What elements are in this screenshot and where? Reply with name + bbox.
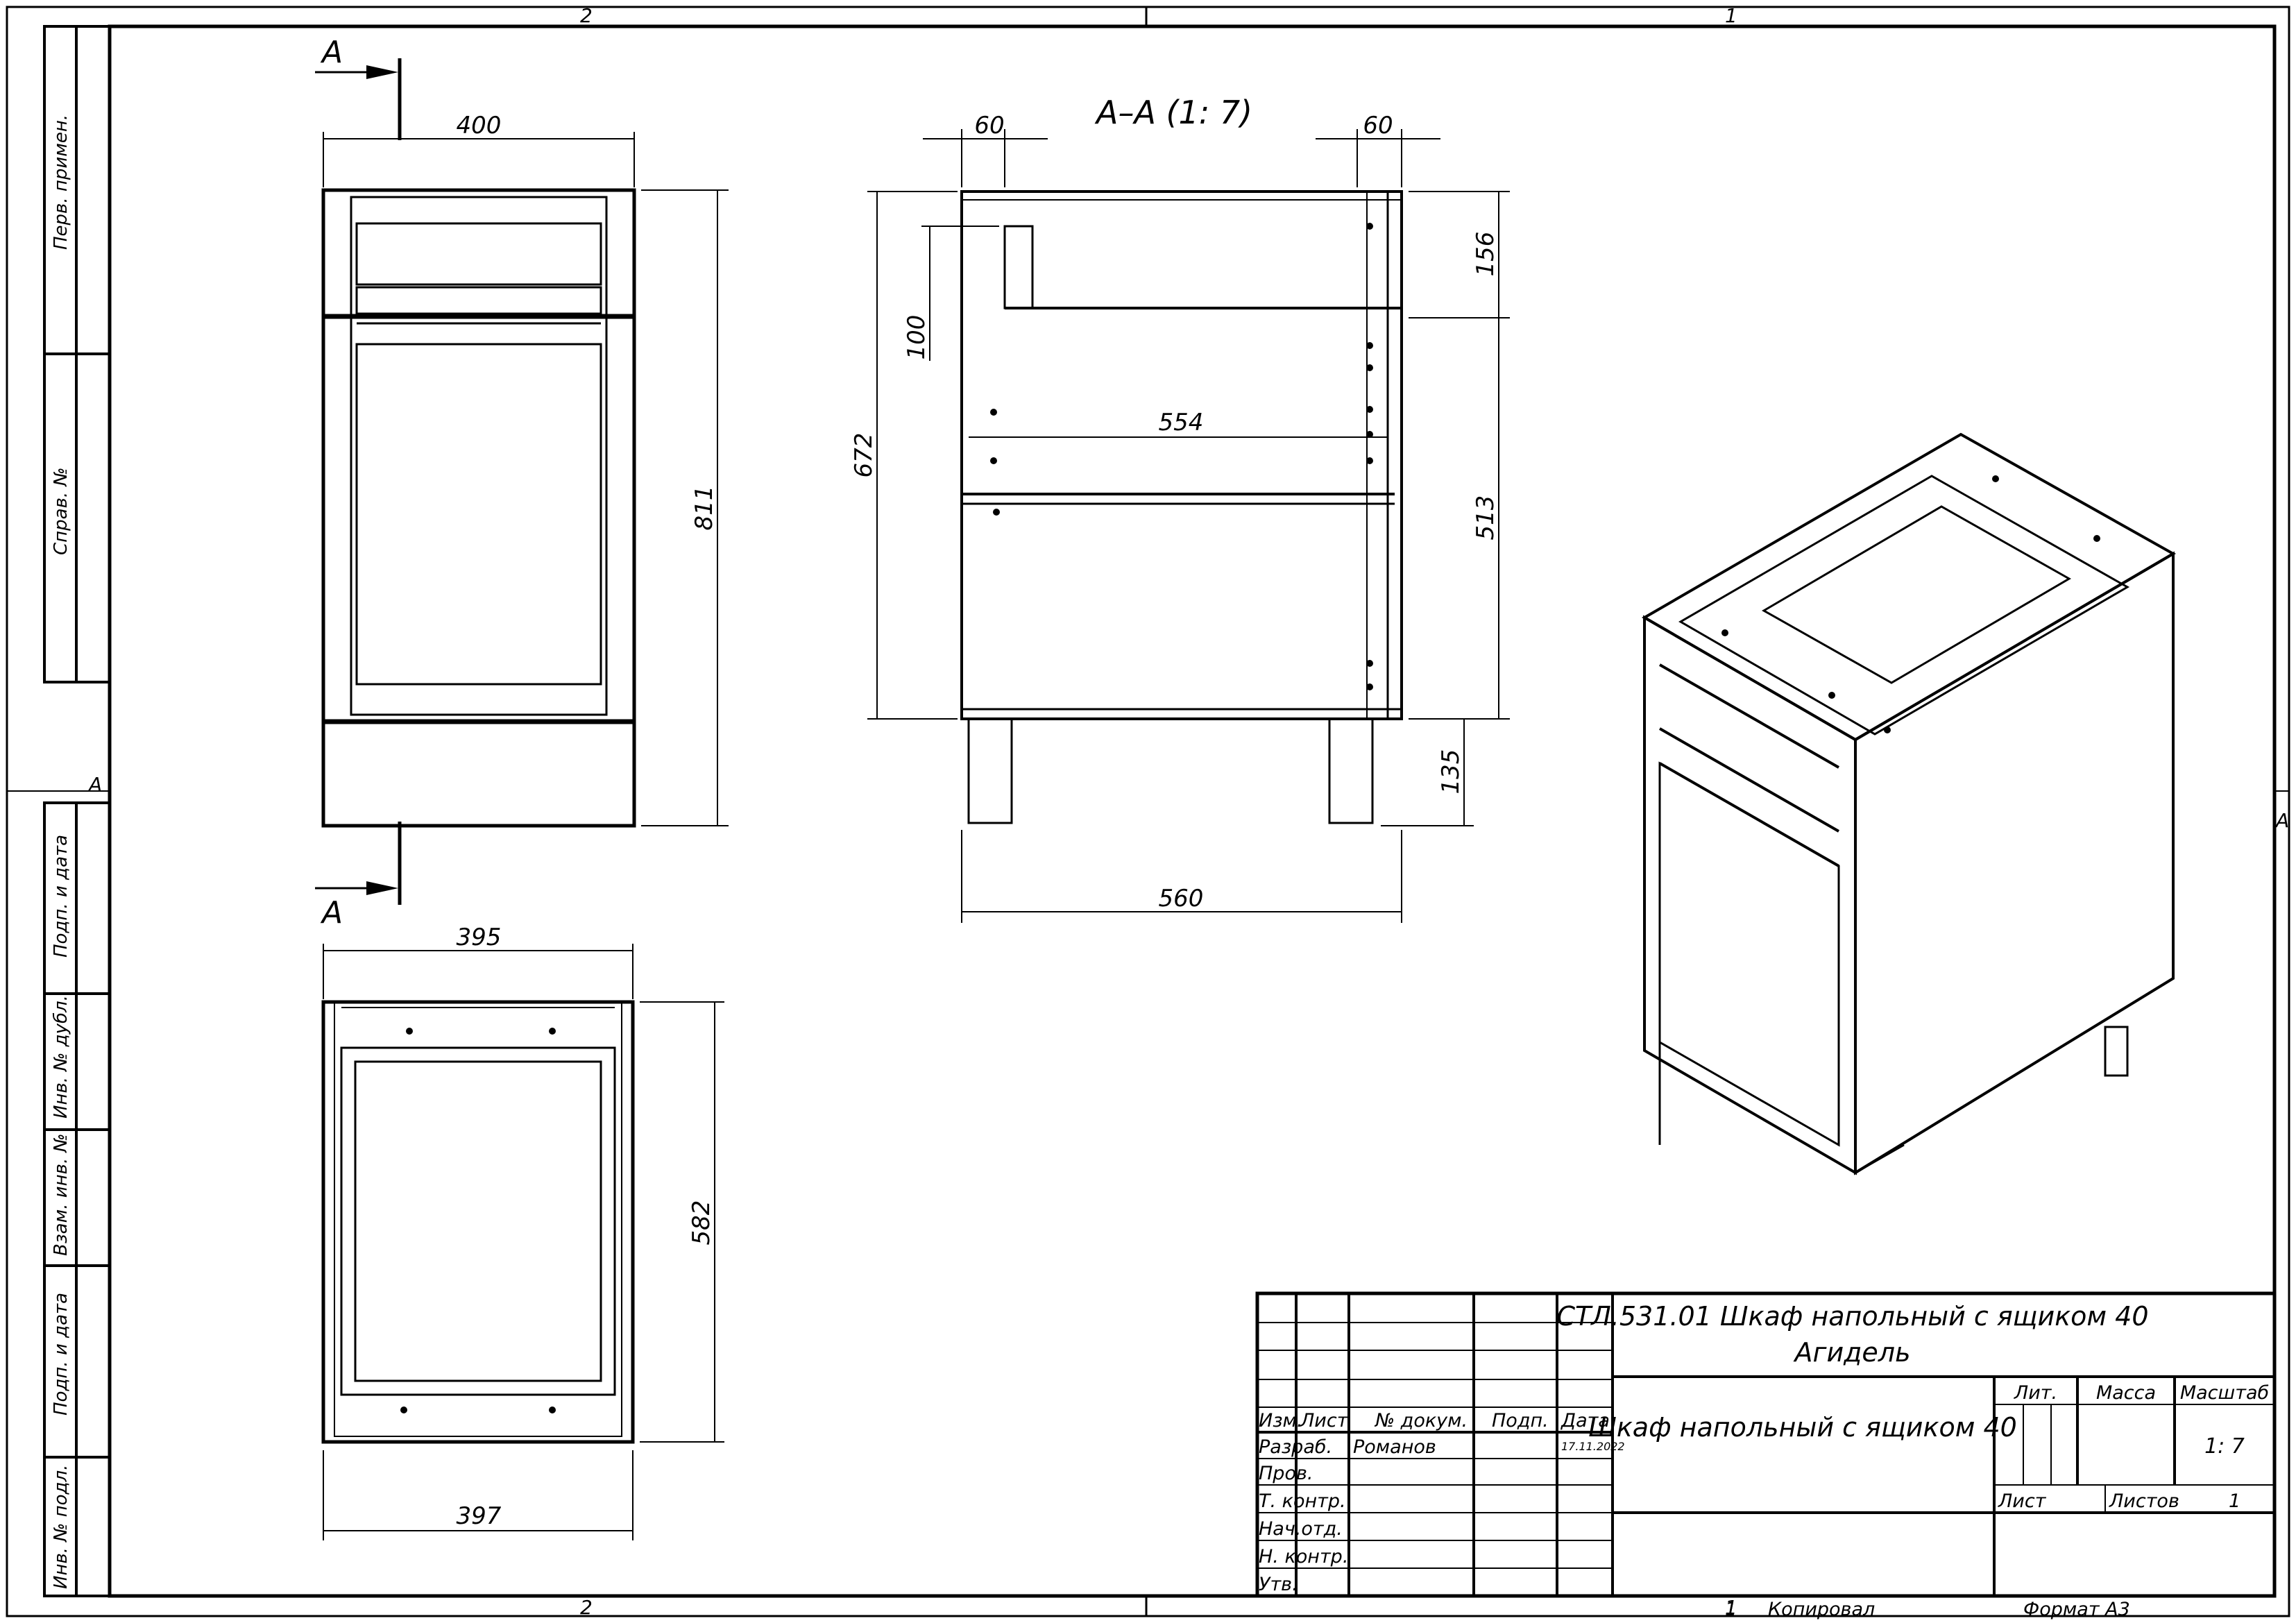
lit-label: Лит.: [2014, 1382, 2057, 1404]
copied-number: 1: [1725, 1599, 1737, 1620]
col-date: Дата: [1561, 1410, 1610, 1431]
section-cut-line: [315, 58, 402, 905]
col-doc-no: № докум.: [1374, 1410, 1468, 1431]
developer-name: Романов: [1353, 1436, 1436, 1458]
role-developer: Разраб.: [1259, 1436, 1332, 1458]
developer-date: 17.11.2022: [1561, 1440, 1625, 1453]
top-dims: [323, 944, 724, 1540]
side-stamp-5: Подп. и дата: [51, 1293, 71, 1416]
role-norm-control: Н. контр.: [1259, 1546, 1348, 1567]
side-stamp-0: Перв. примен.: [51, 114, 71, 250]
sheets-label: Листов: [2109, 1490, 2179, 1512]
section-title: А–А (1: 7): [1094, 94, 1252, 131]
title-designation-line2: Агидель: [1793, 1337, 1911, 1368]
role-tech-control: Т. контр.: [1259, 1490, 1346, 1512]
dim-section-leg: 135: [1437, 749, 1465, 794]
dim-front-height: 811: [690, 486, 718, 531]
side-stamp-4: Взам. инв. №: [51, 1133, 71, 1256]
dim-section-top-zone: 156: [1472, 232, 1499, 277]
mass-label: Масса: [2096, 1382, 2156, 1404]
col-sign: Подп.: [1492, 1410, 1549, 1431]
side-stamp-3: Инв. № дубл.: [51, 995, 71, 1119]
dim-section-drawer: 100: [903, 315, 930, 360]
title-block-grid: [1255, 1291, 2277, 1598]
zone-label-top-left: 2: [580, 4, 593, 27]
front-view: [321, 188, 636, 828]
zone-label-bottom-right: 1: [1725, 1596, 1737, 1619]
isometric-view: [1642, 432, 2177, 1175]
section-view: [960, 190, 1403, 824]
top-view: [321, 1000, 635, 1444]
sheet-label: Лист: [1998, 1490, 2047, 1512]
format-label: Формат А3: [2023, 1599, 2130, 1620]
sheet-frame: [6, 6, 2290, 1617]
section-dims: [867, 129, 1510, 923]
section-mark-bottom: A: [320, 895, 343, 931]
zone-label-bottom-left: 2: [580, 1596, 593, 1619]
front-width-dimension: [323, 132, 635, 187]
title-designation: СТЛ.531.01 Шкаф напольный с ящиком 40: [1556, 1301, 2148, 1332]
side-stamp-1: Справ. №: [51, 468, 71, 555]
dim-section-inset-left: 60: [974, 112, 1004, 139]
zone-label-right: A: [2274, 809, 2289, 832]
scale-value: 1: 7: [2204, 1434, 2245, 1459]
role-approved: Утв.: [1259, 1574, 1298, 1595]
dim-section-width: 560: [1159, 885, 1204, 912]
dim-front-width: 400: [457, 112, 502, 139]
dim-section-height: 672: [850, 433, 878, 478]
dim-top-depth: 582: [688, 1200, 715, 1246]
dim-section-shelf: 554: [1159, 409, 1204, 436]
scale-label: Масштаб: [2180, 1382, 2269, 1404]
dim-top-width: 395: [457, 924, 502, 951]
dim-section-lower-zone: 513: [1472, 495, 1499, 541]
col-list: Лист: [1300, 1410, 1349, 1431]
dim-bottom-width: 397: [457, 1502, 502, 1530]
side-stamp-6: Инв. № подл.: [51, 1465, 71, 1589]
dim-section-inset-right: 60: [1363, 112, 1393, 139]
copied-label: Копировал: [1768, 1599, 1875, 1620]
zone-label-top-right: 1: [1725, 4, 1737, 27]
col-izm: Изм.: [1259, 1410, 1303, 1431]
title-product-name: Шкаф напольный с ящиком 40: [1588, 1412, 2017, 1443]
role-head-dept: Нач.отд.: [1259, 1518, 1343, 1540]
sheets-count: 1: [2229, 1490, 2240, 1512]
side-stamp-column: [43, 25, 111, 1597]
zone-label-left: A: [87, 773, 102, 796]
front-height-dimension: [641, 189, 729, 826]
role-checker: Пров.: [1259, 1463, 1313, 1484]
side-stamp-2: Подп. и дата: [51, 835, 71, 958]
section-mark-top: A: [320, 35, 343, 70]
